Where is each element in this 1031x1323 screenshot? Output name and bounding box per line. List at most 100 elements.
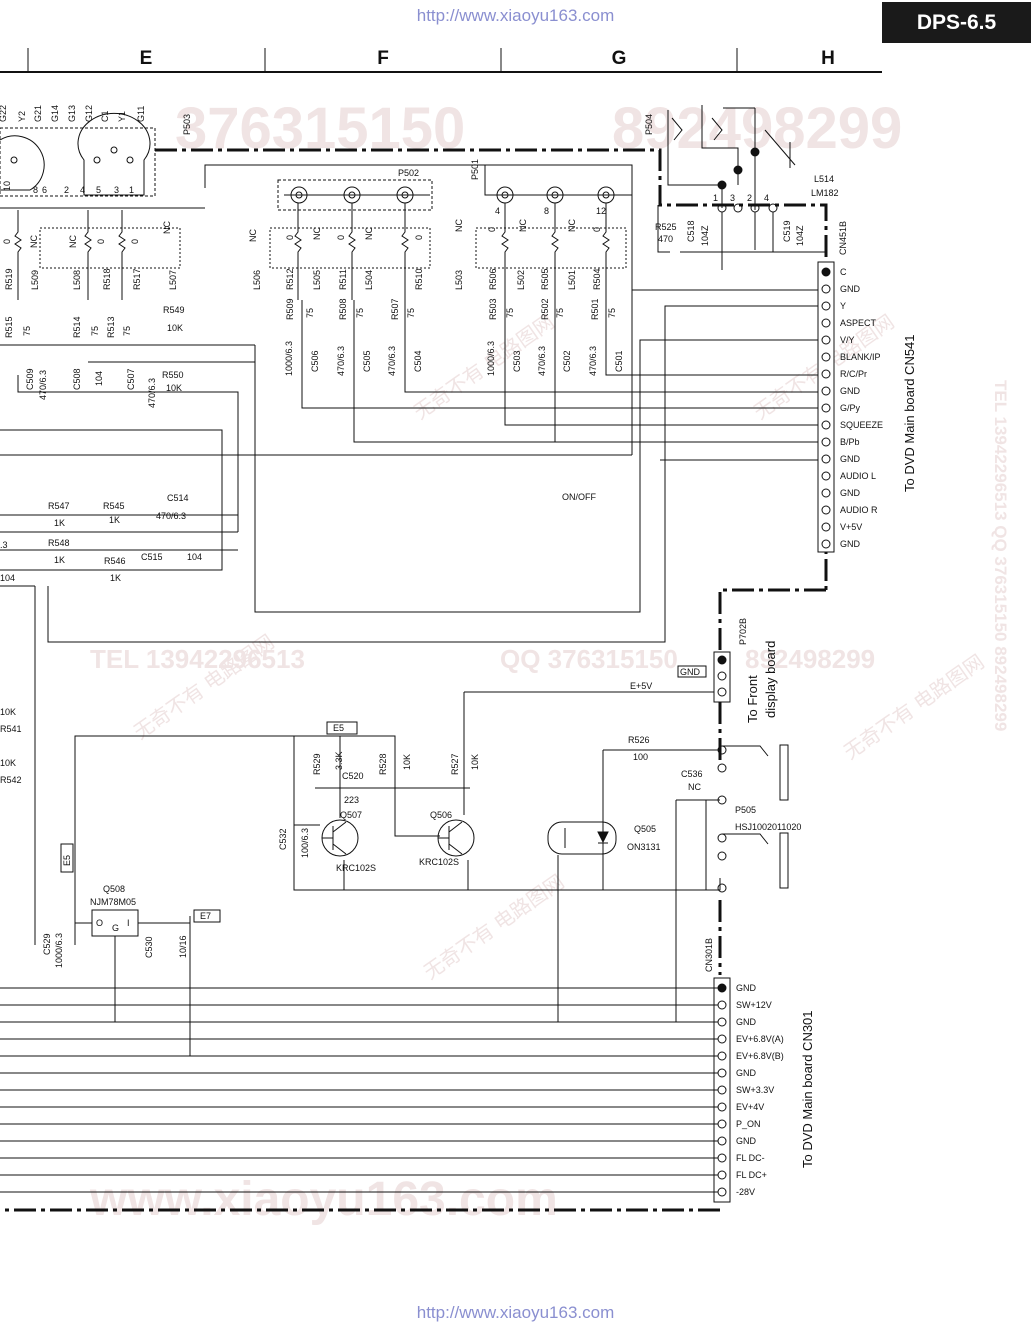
din-pin-3: 3 <box>114 185 119 195</box>
ohm-5: NC <box>162 221 172 234</box>
ohm-13: 0 <box>487 227 497 232</box>
c519-label: C519 <box>782 220 792 242</box>
r528-label: R528 <box>378 753 388 775</box>
r549-value: 10K <box>167 323 183 333</box>
e5-side-label: E5 <box>62 855 72 866</box>
q505-label: Q505 <box>634 824 656 834</box>
cn451b-pin-label-5: V/Y <box>840 335 855 345</box>
top-label-g21: G21 <box>33 105 43 122</box>
top-label-p503: P503 <box>182 114 192 135</box>
cap-val-1: 104 <box>94 371 104 386</box>
r526-label: R526 <box>628 735 650 745</box>
watermark-6: www.xiaoyu163.com <box>89 1173 558 1226</box>
driver-wiring <box>74 735 721 1022</box>
din-pin-4: 4 <box>80 185 85 195</box>
p702b-caption-1: To Front <box>745 675 760 723</box>
cn451b-pin-label-8: GND <box>840 386 861 396</box>
left-104: 104 <box>0 573 15 583</box>
column-e: E <box>140 48 153 69</box>
cn301b-pin-2 <box>717 1000 727 1010</box>
cn451b-pin-label-13: AUDIO L <box>840 471 876 481</box>
cn451b-pin-label-15: AUDIO R <box>840 505 878 515</box>
cn451b-pin-8 <box>821 386 831 396</box>
ohm-11: 0 <box>414 235 424 240</box>
url-header[interactable]: http://www.xiaoyu163.com <box>416 6 615 25</box>
ohm-8: NC <box>312 227 322 240</box>
ohm-2: NC <box>68 235 78 248</box>
cn301b-pin-label-1: GND <box>736 983 757 993</box>
p501-pin-4: 4 <box>495 206 500 216</box>
watermark-12: TEL 13942296513 QQ 376315150 892498299 <box>991 380 1010 731</box>
url-footer[interactable]: http://www.xiaoyu163.com <box>416 1303 615 1322</box>
c529-label: C529 <box>42 933 52 955</box>
c530-value: 10/16 <box>178 935 188 958</box>
cn301b-pin-13 <box>717 1187 727 1197</box>
r550-label: R550 <box>162 370 184 380</box>
cap-val-8: 470/6.3 <box>588 346 598 376</box>
cn301b-pin-label-7: SW+3.3V <box>736 1085 774 1095</box>
r529-label: R529 <box>312 753 322 775</box>
l514-label: L514 <box>814 174 834 184</box>
cn301b-pin-label-10: GND <box>736 1136 757 1146</box>
r75-1: R514 <box>72 316 82 338</box>
label-l503: L503 <box>454 270 464 290</box>
r75-2: R513 <box>106 316 116 338</box>
r75-val-0: 75 <box>22 326 32 336</box>
p702b-caption-2: display board <box>763 641 778 718</box>
din-pin-10: 10 <box>2 181 12 191</box>
p702b-ref: P702B <box>738 618 748 645</box>
top-label-g11: G11 <box>136 106 146 122</box>
top-label-c1: C1 <box>100 110 110 122</box>
cn301b-pin-label-12: FL DC+ <box>736 1170 767 1180</box>
p505-part: HSJ1002011020 <box>735 822 801 832</box>
cn451b-pin-14 <box>821 488 831 498</box>
r75-val-8: 75 <box>607 308 617 318</box>
c514-value: 470/6.3 <box>156 511 186 521</box>
cn451b-pin-11 <box>821 437 831 447</box>
cn301b-pin-6 <box>717 1068 727 1078</box>
ohm-1: NC <box>29 235 39 248</box>
q508-label: Q508 <box>103 884 125 894</box>
r547-label: R547 <box>48 501 70 511</box>
r545-value: 1K <box>109 515 120 525</box>
ohm-6: NC <box>248 229 258 242</box>
p501-label: P501 <box>470 159 480 180</box>
watermark-4: QQ 376315150 <box>500 644 678 674</box>
watermark-5: 892498299 <box>745 644 875 674</box>
c532-label: C532 <box>278 828 288 850</box>
cn301b-caption: To DVD Main board CN301 <box>800 1010 815 1168</box>
p502-outline <box>277 179 433 211</box>
cap-val-0: 470/6.3 <box>38 370 48 400</box>
cn451b-pin-1 <box>821 267 831 277</box>
cn301b-ref: CN301B <box>704 938 714 972</box>
cn451b-pin-2 <box>821 284 831 294</box>
ohm-0: 0 <box>2 239 12 244</box>
cap-3: C506 <box>310 350 320 372</box>
cn451b-pin-13 <box>821 471 831 481</box>
cn301b-pin-10 <box>717 1136 727 1146</box>
c519-value: 104Z <box>795 225 805 246</box>
cn301b-pin-9 <box>717 1119 727 1129</box>
cn301b-pin-label-3: GND <box>736 1017 757 1027</box>
cn451b-pin-16 <box>821 522 831 532</box>
cn451b-pin-6 <box>821 352 831 362</box>
rca-jacks <box>0 164 633 455</box>
din-pin-1: 1 <box>129 185 134 195</box>
ohm-3: 0 <box>96 239 106 244</box>
cn301b-pin-label-9: P_ON <box>736 1119 761 1129</box>
cn451b-pin-3 <box>821 301 831 311</box>
r75-6: R503 <box>488 298 498 320</box>
cn301b-pin-label-4: EV+6.8V(A) <box>736 1034 784 1044</box>
label-l506: L506 <box>252 270 262 290</box>
label-l507: L507 <box>168 270 178 290</box>
p702b-connector <box>463 651 731 790</box>
cn301b-pin-label-11: FL DC- <box>736 1153 765 1163</box>
p505-jacks <box>717 744 789 893</box>
r529-value: 3.3K <box>334 751 344 770</box>
column-header <box>0 48 882 73</box>
r541-label: R541 <box>0 724 22 734</box>
p501-pin-12: 12 <box>596 206 606 216</box>
r75-val-1: 75 <box>90 326 100 336</box>
top-label-g12: G12 <box>84 105 94 122</box>
